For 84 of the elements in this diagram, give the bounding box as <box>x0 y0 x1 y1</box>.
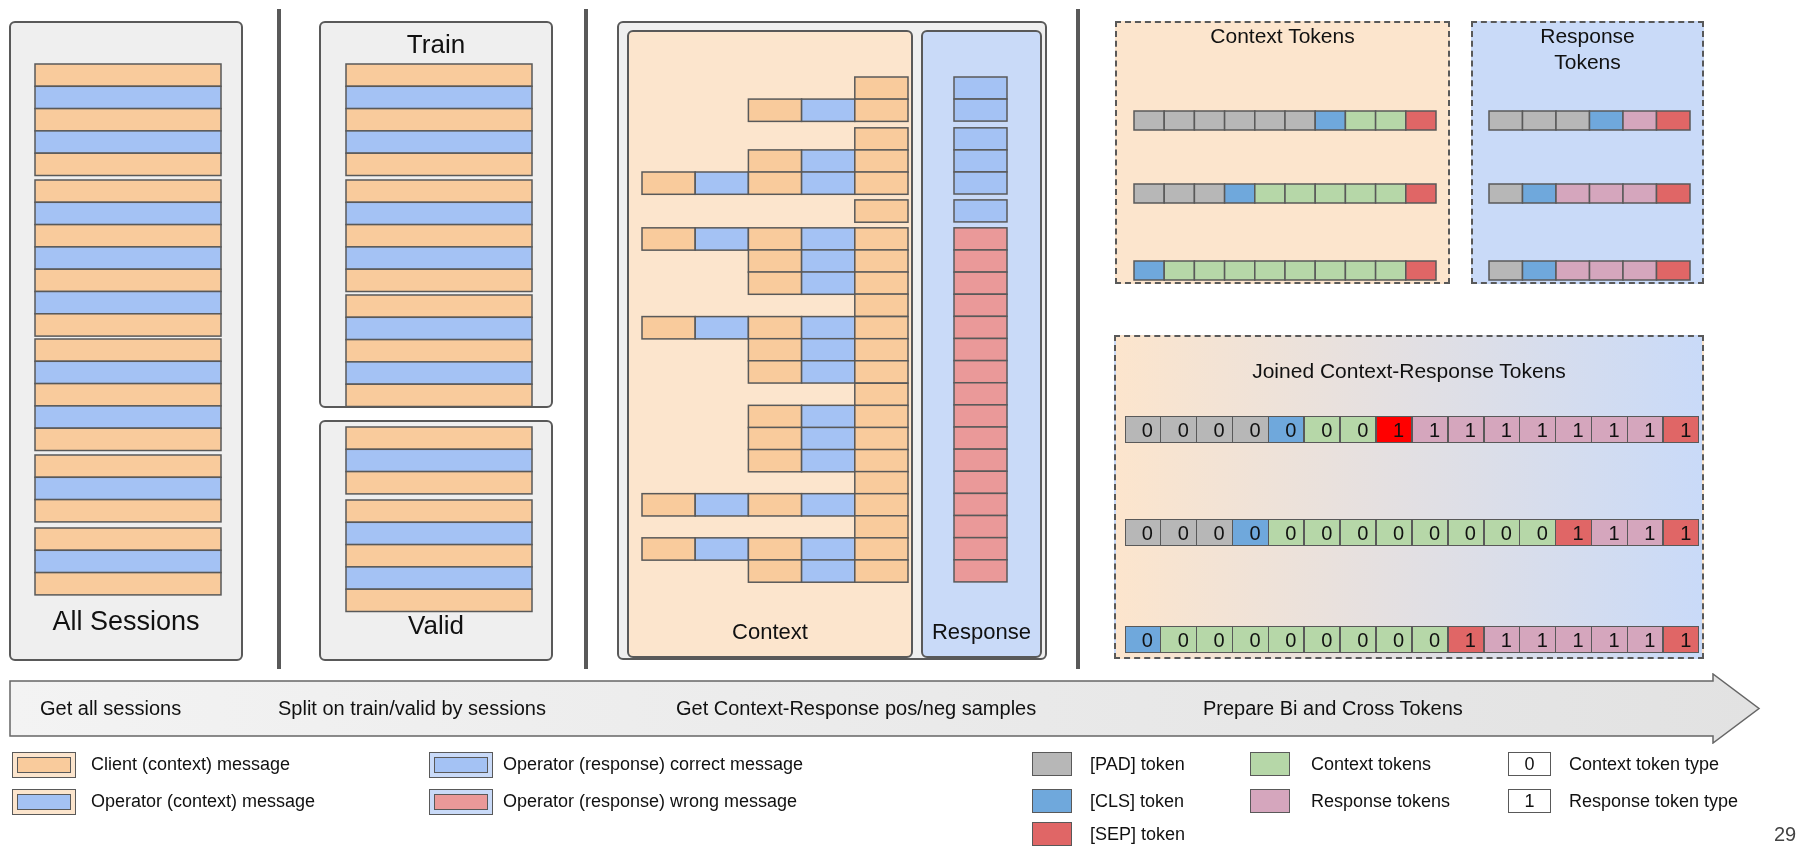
token-type-cell: 1 <box>1483 416 1520 443</box>
token-type-cell: 0 <box>1339 519 1377 546</box>
token-type-sample: 0 <box>1508 752 1551 776</box>
token-type-cell: 1 <box>1555 416 1592 443</box>
token-type-cell: 0 <box>1196 626 1233 653</box>
token-type-cell: 1 <box>1447 626 1484 653</box>
token-type-cell: 0 <box>1339 626 1377 653</box>
split-panel <box>319 420 553 661</box>
panel-title: Valid <box>407 609 465 642</box>
token-type-cell: 0 <box>1124 519 1161 546</box>
page-number: 29 <box>1774 822 1797 846</box>
token-type-cell: 0 <box>1268 626 1305 653</box>
panel-title: Context <box>731 618 809 646</box>
token-type-cell: 0 <box>1196 519 1233 546</box>
panel-title: Train <box>405 28 467 61</box>
panel-title: Response Tokens <box>1539 23 1636 76</box>
context-panel <box>627 30 913 658</box>
token-type-cell: 1 <box>1663 626 1700 653</box>
token-type-cell: 0 <box>1232 416 1269 443</box>
panel-title: Joined Context-Response Tokens <box>1251 358 1567 384</box>
token-type-cell: 1 <box>1591 626 1628 653</box>
token-panel <box>1114 335 1704 659</box>
token-type-cell: 1 <box>1519 416 1556 443</box>
token-type-cell: 1 <box>1411 416 1449 443</box>
token-type-cell: 1 <box>1483 626 1520 653</box>
token-type-cell: 0 <box>1268 519 1305 546</box>
token-panel <box>1471 21 1704 284</box>
process-arrow <box>9 673 1761 744</box>
panel-title: Response <box>930 618 1033 646</box>
token-type-cell: 0 <box>1304 519 1341 546</box>
token-type-cell: 1 <box>1627 626 1664 653</box>
token-type-cell: 0 <box>1411 626 1449 653</box>
token-type-cell: 0 <box>1304 626 1341 653</box>
token-type-cell: 1 <box>1663 416 1700 443</box>
token-type-cell: 1 <box>1447 416 1484 443</box>
legend-text: [PAD] token <box>1090 753 1185 776</box>
token-type-cell: 1 <box>1627 416 1664 443</box>
token-type-sample: 1 <box>1508 789 1551 813</box>
token-type-cell: 0 <box>1268 416 1305 443</box>
token-type-cell: 0 <box>1519 519 1556 546</box>
token-type-cell: 1 <box>1375 416 1413 443</box>
token-type-cell: 1 <box>1519 626 1556 653</box>
samples-panel <box>617 21 1047 660</box>
token-type-cell: 0 <box>1160 626 1197 653</box>
token-type-cell: 1 <box>1555 626 1592 653</box>
legend-text: [CLS] token <box>1090 790 1185 813</box>
token-type-cell: 0 <box>1160 519 1197 546</box>
step-label: Get Context-Response pos/neg samples <box>676 696 1037 720</box>
step-label: Prepare Bi and Cross Tokens <box>1203 696 1463 720</box>
step-label: Split on train/valid by sessions <box>278 696 546 720</box>
token-type-cell: 0 <box>1375 626 1413 653</box>
legend-text: Context token type <box>1569 753 1720 776</box>
token-type-cell: 1 <box>1627 519 1664 546</box>
token-type-cell: 0 <box>1411 519 1449 546</box>
split-panel <box>319 21 553 408</box>
token-type-cell: 0 <box>1124 416 1161 443</box>
legend-text: Client (context) message <box>91 753 291 776</box>
response-panel <box>921 30 1042 658</box>
step-label: Get all sessions <box>40 696 182 720</box>
legend-text: Operator (response) correct message <box>503 753 804 776</box>
token-type-cell: 0 <box>1124 626 1161 653</box>
token-panel <box>1115 21 1450 284</box>
legend-text: Operator (context) message <box>91 790 316 813</box>
token-type-cell: 0 <box>1196 416 1233 443</box>
token-type-cell: 0 <box>1339 416 1377 443</box>
token-type-cell: 0 <box>1304 416 1341 443</box>
token-type-cell: 0 <box>1375 519 1413 546</box>
token-type-cell: 1 <box>1591 519 1628 546</box>
legend-text: Response token type <box>1569 790 1739 813</box>
sessions-panel <box>9 21 243 661</box>
legend-text: Context tokens <box>1311 753 1432 776</box>
token-type-cell: 0 <box>1483 519 1520 546</box>
token-type-cell: 0 <box>1447 519 1484 546</box>
panel-title: All Sessions <box>51 604 201 638</box>
legend-text: Operator (response) wrong message <box>503 790 798 813</box>
legend-text: Response tokens <box>1311 790 1451 813</box>
legend-text: [SEP] token <box>1090 823 1186 846</box>
token-type-cell: 0 <box>1232 626 1269 653</box>
panel-title: Context Tokens <box>1209 23 1356 49</box>
token-type-cell: 0 <box>1232 519 1269 546</box>
token-type-cell: 1 <box>1591 416 1628 443</box>
token-type-cell: 0 <box>1160 416 1197 443</box>
token-type-cell: 1 <box>1663 519 1700 546</box>
token-type-cell: 1 <box>1555 519 1592 546</box>
